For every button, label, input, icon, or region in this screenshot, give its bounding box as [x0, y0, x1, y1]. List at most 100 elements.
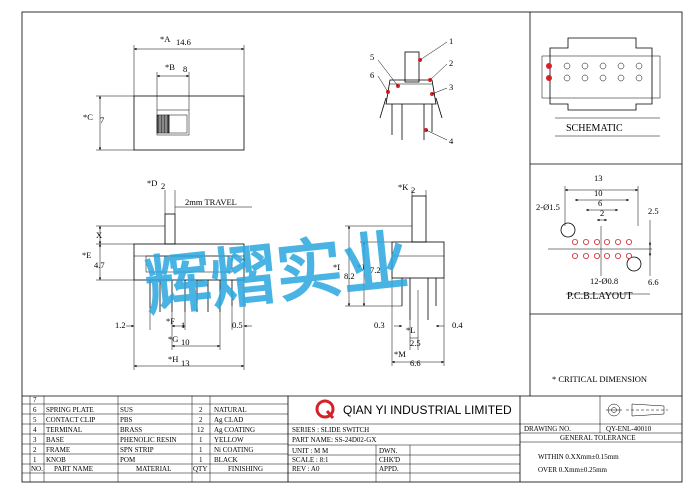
travel-label: 2mm TRAVEL	[185, 197, 237, 207]
chkd-text: CHK'D	[379, 456, 400, 464]
dim-m-value: 6.6	[410, 358, 421, 368]
pcb-hole-0-8: 12-Ø0.8	[590, 276, 618, 286]
dim-k-label: *K	[398, 182, 409, 192]
company-name: QIAN YI INDUSTRIAL LIMITED	[343, 403, 512, 417]
bom-header-no: NO.	[31, 465, 43, 473]
bom-header-part: PART NAME	[54, 465, 93, 473]
title-block: QIAN YI INDUSTRIAL LIMITED SERIES : SLID…	[288, 396, 682, 482]
scale-text: SCALE : 8:1	[292, 456, 329, 464]
pcb-dim-2-5: 2.5	[648, 206, 659, 216]
drawing-no-label: DRAWING NO.	[524, 425, 571, 433]
bom-row-3-no: 3	[33, 436, 37, 444]
tolerance-line-1: WITHIN 0.XXmm±0.15mm	[538, 453, 619, 461]
bom-row-4-part: TERMINAL	[46, 426, 82, 434]
top-view: *A 14.6 *B 8 *C 7	[83, 34, 245, 151]
dim-f-value: 1	[181, 320, 185, 330]
callout-5: 5	[370, 52, 374, 62]
dim-0-3: 0.3	[374, 320, 385, 330]
drawing-no-value: QY-ENL-40010	[606, 425, 652, 433]
bom-row-1-qty: 1	[199, 456, 203, 464]
dim-c-label: *C	[83, 112, 93, 122]
callout-2: 2	[449, 58, 453, 68]
schematic-contacts	[546, 62, 643, 82]
dim-h-label: *H	[168, 354, 178, 364]
bom-row-2-part: FRAME	[46, 446, 70, 454]
front-view: *D 2 2mm TRAVEL X *E 4.7 1.2 0.5 *F 1 *G…	[82, 178, 252, 370]
pcb-holes	[572, 238, 633, 259]
dwn-text: DWN.	[379, 447, 398, 455]
bom-table: 7 6 SPRING PLATE SUS 2 NATURAL 5 CONTACT…	[22, 396, 289, 482]
dim-l-label: *L	[406, 325, 415, 335]
side-view: *K 2 *I 8.2 *J 7.2 0.3 0.4 *L 2.5 *M 6.6	[333, 182, 463, 368]
part-name-text: PART NAME: SS-24D02-GX	[292, 436, 376, 444]
dim-0-5: 0.5	[232, 320, 243, 330]
dim-j-label: *J	[357, 262, 365, 272]
pcb-dim-10: 10	[594, 188, 603, 198]
bom-row-3-qty: 1	[199, 436, 203, 444]
dim-j-value: 7.2	[370, 265, 381, 275]
bom-row-6-qty: 2	[199, 406, 203, 414]
schematic-label: SCHEMATIC	[566, 123, 623, 134]
pcb-dim-2: 2	[600, 208, 604, 218]
dim-c-value: 7	[100, 115, 104, 125]
dim-i-value: 8.2	[344, 271, 355, 281]
bom-row-2-no: 2	[33, 446, 37, 454]
dim-g-label: *G	[168, 334, 178, 344]
bom-row-4-no: 4	[33, 426, 37, 434]
tolerance-title: GENERAL TOLERANCE	[560, 434, 636, 442]
pcb-label: P.C.B.LAYOUT	[567, 291, 632, 302]
bom-row-6-no: 6	[33, 406, 37, 414]
bom-row-3-part: BASE	[46, 436, 64, 444]
bom-row-5-qty: 2	[199, 416, 203, 424]
dim-x-label: X	[96, 230, 102, 240]
dim-e-label: *E	[82, 250, 91, 260]
pcb-dim-6: 6	[598, 198, 602, 208]
dim-a-label: *A	[160, 34, 171, 44]
dim-1-2: 1.2	[115, 320, 126, 330]
bom-row-3-fin: YELLOW	[214, 436, 244, 444]
series-text: SERIES : SLIDE SWITCH	[292, 426, 369, 434]
bom-row-5-fin: Ag CLAD	[214, 416, 243, 424]
callout-1: 1	[449, 36, 453, 46]
dim-i-label: *I	[333, 262, 340, 272]
sheet-border	[21, 11, 683, 483]
dim-d-label: *D	[147, 178, 157, 188]
bom-row-4-fin: Ag COATING	[214, 426, 255, 434]
dim-g-value: 10	[181, 337, 190, 347]
dim-b-label: *B	[165, 62, 175, 72]
bom-row-4-qty: 12	[197, 426, 205, 434]
bom-header-fin: FINISHING	[228, 465, 263, 473]
bom-row-6-fin: NATURAL	[214, 406, 247, 414]
rev-text: REV : A0	[292, 465, 320, 473]
dim-b-value: 8	[183, 64, 187, 74]
dim-f-label: *F	[166, 316, 175, 326]
critical-dimension-note: * CRITICAL DIMENSION	[552, 374, 647, 384]
bom-row-1-mat: POM	[120, 456, 136, 464]
bom-header-mat: MATERIAL	[136, 465, 171, 473]
bom-row-5-part: CONTACT CLIP	[46, 416, 95, 424]
appd-text: APPD.	[379, 465, 399, 473]
dim-l-value: 2.5	[410, 338, 421, 348]
bom-row-5-mat: PBS	[120, 416, 133, 424]
bom-row-4-mat: BRASS	[120, 426, 142, 434]
callout-6: 6	[370, 70, 374, 80]
callout-4: 4	[449, 136, 454, 146]
bom-row-2-qty: 1	[199, 446, 203, 454]
dim-a-value: 14.6	[176, 37, 191, 47]
bom-row-5-no: 5	[33, 416, 37, 424]
dim-k-value: 2	[411, 185, 415, 195]
tolerance-line-2: OVER 0.Xmm±0.25mm	[538, 466, 608, 474]
projection-symbol-icon	[606, 403, 668, 417]
iso-view: 1 2 3 4 5 6	[370, 36, 454, 146]
bom-row-2-mat: SPN STRIP	[120, 446, 154, 454]
bom-header-qty: QTY	[193, 465, 207, 473]
pcb-layout: 13 10 6 2 2-Ø1.5 2.5 12-Ø0.8 6.6	[536, 173, 659, 302]
bom-row-6-mat: SUS	[120, 406, 133, 414]
dim-h-value: 13	[181, 358, 190, 368]
unit-text: UNIT : M M	[292, 447, 329, 455]
dim-m-label: *M	[394, 349, 406, 359]
pcb-dim-13: 13	[594, 173, 603, 183]
bom-row-1-no: 1	[33, 456, 37, 464]
pcb-hole-1-5: 2-Ø1.5	[536, 202, 560, 212]
